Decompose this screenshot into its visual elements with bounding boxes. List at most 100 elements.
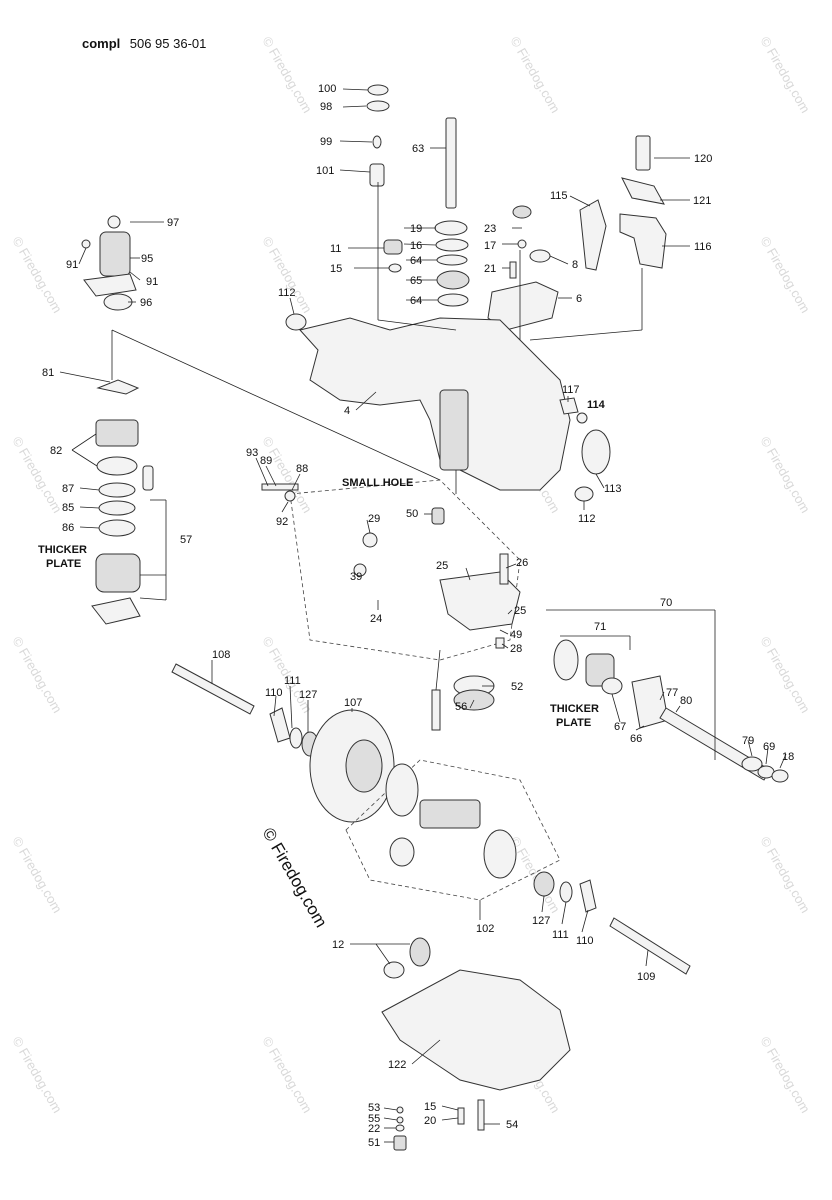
callout-6: 6 (576, 293, 582, 305)
callout-98: 98 (320, 101, 332, 113)
callout-8: 8 (572, 259, 578, 271)
callout-109: 109 (637, 971, 655, 983)
watermark: © Firedog.com (259, 1034, 315, 1116)
callout-77: 77 (666, 687, 678, 699)
cap-11 (383, 239, 403, 255)
ring-64b (437, 293, 469, 307)
ring-18 (771, 769, 789, 783)
washer-98 (366, 100, 390, 112)
callout-21: 21 (484, 263, 496, 275)
differential-102-outline (345, 759, 561, 901)
block-82 (95, 419, 139, 447)
callout-67: 67 (614, 721, 626, 733)
callout-122: 122 (388, 1059, 406, 1071)
callout-54: 22 (368, 1123, 380, 1135)
watermark: © Firedog.com (9, 1034, 65, 1116)
clip-88 (284, 490, 296, 502)
bracket-116 (619, 213, 667, 269)
callout-23: 23 (484, 223, 496, 235)
ring-86 (98, 519, 136, 537)
callout-64b: 64 (410, 295, 422, 307)
callout-66: 66 (630, 733, 642, 745)
callout-22: 54 (506, 1119, 518, 1131)
ring-64 (436, 254, 468, 266)
callout-85: 85 (62, 502, 74, 514)
watermark: © Firedog.com (9, 834, 65, 916)
callout-91: 91 (66, 259, 78, 271)
housing-bore (439, 389, 469, 471)
callout-89: 89 (260, 455, 272, 467)
callout-labels: 100 98 99 101 63 120 97 115 121 91 95 19… (42, 83, 794, 1149)
callout-101: 101 (316, 165, 334, 177)
pinion-gear (389, 837, 415, 867)
callout-71: 71 (594, 621, 606, 633)
note-thicker-right: THICKER (550, 703, 599, 715)
callout-120: 120 (694, 153, 712, 165)
callout-82: 82 (50, 445, 62, 457)
callout-26: 26 (516, 557, 528, 569)
spider-block (419, 799, 481, 829)
pin-26 (499, 553, 509, 585)
clip-117 (559, 397, 579, 415)
body-95 (99, 231, 131, 277)
callout-80: 80 (680, 695, 692, 707)
watermark: © Firedog.com (757, 834, 813, 916)
callout-53: 53 (368, 1102, 380, 1114)
watermark: © Firedog.com (507, 34, 563, 116)
ring-17 (517, 239, 527, 249)
spring-54 (395, 1124, 405, 1132)
callout-99: 99 (320, 136, 332, 148)
callout-56: 56 (455, 701, 467, 713)
housing-4 (299, 317, 571, 491)
lower-housing-122 (381, 969, 571, 1091)
disc-71a (553, 639, 579, 681)
plug-28 (495, 637, 505, 649)
callout-20: 20 (424, 1115, 436, 1127)
callout-39: 39 (350, 571, 362, 583)
seal-19 (434, 220, 468, 236)
callout-86: 86 (62, 522, 74, 534)
callout-64: 64 (410, 255, 422, 267)
spring-99 (372, 135, 382, 149)
callout-51: 51 (368, 1137, 380, 1149)
pin-93 (261, 483, 299, 491)
watermark: © Firedog.com (9, 234, 65, 316)
watermark: © Firedog.com (757, 1034, 813, 1116)
callout-95: 95 (141, 253, 153, 265)
watermark: © Firedog.com (259, 234, 315, 316)
washer-111 (289, 727, 303, 749)
callout-110b: 110 (576, 935, 594, 947)
callout-102: 102 (476, 923, 494, 935)
callout-112b: 112 (578, 513, 596, 525)
ring-85 (98, 500, 136, 516)
callout-127b: 127 (532, 915, 550, 927)
callout-25: 25 (436, 560, 448, 572)
callout-110: 110 (265, 687, 283, 699)
ring-79 (741, 756, 763, 772)
watermark: © Firedog.com (259, 34, 315, 116)
link-121 (621, 177, 665, 205)
callout-50: 50 (406, 508, 418, 520)
part-drawings (81, 84, 789, 1151)
watermark: © Firedog.com (757, 234, 813, 316)
piston-block-57 (95, 553, 141, 593)
note-thicker-left: THICKER (38, 544, 87, 556)
callout-114: 114 (587, 399, 606, 411)
disc-113 (581, 429, 611, 475)
bolt-center (431, 689, 441, 731)
plug-50 (431, 507, 445, 525)
callout-88: 88 (296, 463, 308, 475)
bevel-gear-a (385, 763, 419, 817)
plug-101 (369, 163, 385, 187)
callout-57: 57 (180, 534, 192, 546)
block-71 (585, 653, 615, 687)
seal-12 (409, 937, 431, 967)
clip-91a (81, 239, 91, 249)
pin-21 (509, 261, 517, 279)
spacer-127b (533, 871, 555, 897)
thicker-plate-left (91, 597, 141, 625)
callout-70: 70 (660, 597, 672, 609)
arm-91b (83, 273, 137, 297)
callout-63: 63 (412, 143, 424, 155)
